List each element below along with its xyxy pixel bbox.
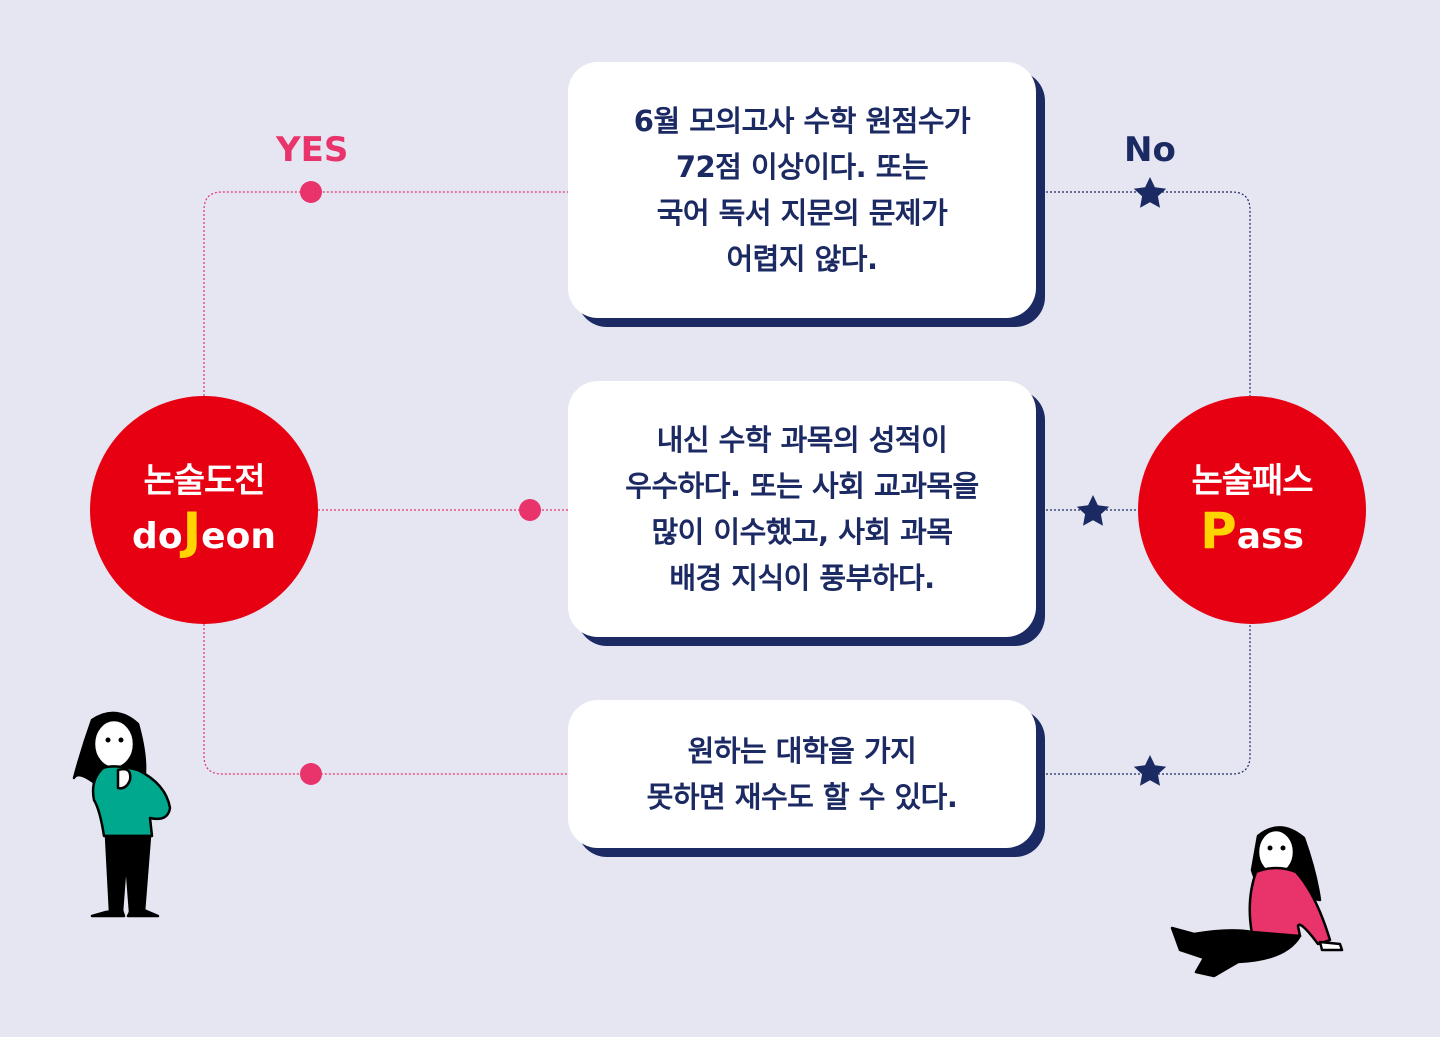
standing-girl-illustration	[72, 711, 172, 918]
question-text: 내신 수학 과목의 성적이 우수하다. 또는 사회 교과목을 많이 이수했고, …	[625, 423, 979, 595]
no-connector	[1046, 191, 1251, 396]
yes-label: YES	[276, 130, 349, 170]
no-star-icon	[1133, 755, 1167, 786]
question-box-3: 원하는 대학을 가지 못하면 재수도 할 수 있다.	[568, 700, 1036, 848]
yes-connector	[203, 191, 568, 396]
sitting-girl-illustration	[1170, 826, 1344, 978]
question-box-2: 내신 수학 과목의 성적이 우수하다. 또는 사회 교과목을 많이 이수했고, …	[568, 381, 1036, 637]
yes-dot	[300, 181, 322, 203]
no-connector	[1046, 624, 1251, 775]
english-suffix: eon	[201, 516, 276, 557]
no-star-icon	[1133, 177, 1167, 208]
outcome-english-name: doJeon	[132, 505, 276, 563]
english-highlight-letter: P	[1200, 502, 1237, 560]
english-prefix: do	[132, 516, 183, 557]
english-suffix: ass	[1236, 516, 1304, 557]
yes-dot	[519, 499, 541, 521]
outcome-circle-pass: 논술패스 Pass	[1138, 396, 1366, 624]
question-text: 원하는 대학을 가지 못하면 재수도 할 수 있다.	[646, 734, 958, 814]
question-text: 6월 모의고사 수학 원점수가 72점 이상이다. 또는 국어 독서 지문의 문…	[633, 104, 971, 276]
outcome-circle-dojeon: 논술도전 doJeon	[90, 396, 318, 624]
no-label: No	[1124, 130, 1176, 170]
outcome-english-name: Pass	[1200, 505, 1304, 563]
outcome-title: 논술도전	[143, 461, 265, 501]
english-highlight-letter: J	[182, 502, 202, 560]
outcome-title: 논술패스	[1191, 461, 1313, 501]
yes-dot	[300, 763, 322, 785]
question-box-1: 6월 모의고사 수학 원점수가 72점 이상이다. 또는 국어 독서 지문의 문…	[568, 62, 1036, 318]
yes-connector	[203, 624, 568, 775]
no-star-icon	[1076, 495, 1110, 526]
